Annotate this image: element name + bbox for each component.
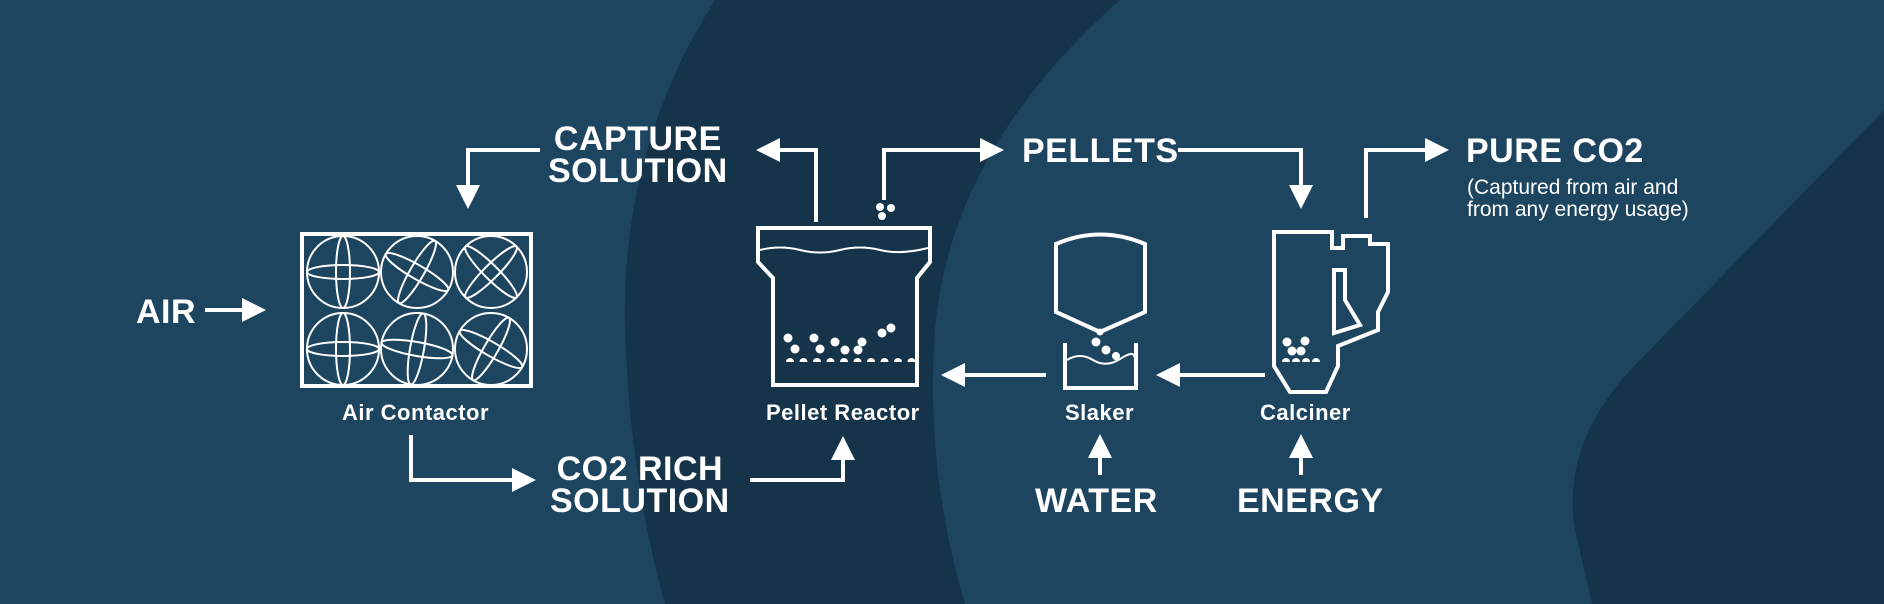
pellet-bump (867, 358, 875, 362)
fan-blade (306, 341, 380, 357)
arrow-reactor-to-pellets (882, 138, 1004, 200)
unit-air-contactor-label: Air Contactor (342, 400, 490, 425)
pellet-reactor-icon (756, 203, 932, 387)
slaker-icon (1054, 232, 1147, 390)
calciner-icon (1272, 230, 1390, 394)
co2-rich-line-2: SOLUTION (550, 482, 730, 520)
fan-circle (454, 235, 528, 309)
fan-blade (464, 245, 518, 299)
pellet-bump (1282, 358, 1290, 362)
fan-blade (471, 316, 511, 382)
capture-line-2: SOLUTION (548, 152, 728, 190)
air-contactor-icon (300, 232, 533, 388)
fan-blade (335, 235, 351, 309)
pellet-bump (880, 358, 889, 362)
unit-pellet-reactor-label: Pellet Reactor (766, 400, 920, 425)
fan-blade (384, 252, 450, 292)
pellet-bump (840, 358, 848, 362)
arrow-capture-to-contactor (456, 148, 540, 209)
flow-co2-rich-label: CO2 RICH SOLUTION (550, 452, 730, 518)
fan-blade (397, 239, 437, 305)
pellet-bump (799, 358, 808, 362)
unit-calciner-label: Calciner (1260, 400, 1351, 425)
fan-blade (464, 245, 518, 299)
capture-line-1: CAPTURE (553, 120, 722, 158)
pellet-bump (1292, 358, 1300, 362)
arrow-rich-to-reactor (750, 436, 855, 482)
pure-co2-note-line-1: (Captured from air and (1467, 176, 1679, 199)
fan-blade (306, 264, 380, 280)
fan-circle (380, 312, 454, 386)
fan-circle (454, 312, 528, 386)
flow-pure-co2-label: PURE CO2 (1466, 132, 1644, 170)
arrow-contactor-to-rich (409, 435, 536, 492)
fan-blade (458, 329, 524, 369)
flow-capture-solution-label: CAPTURE SOLUTION (548, 122, 728, 188)
pure-co2-note: (Captured from air and from any energy u… (1467, 176, 1689, 222)
fan-circle (306, 312, 380, 386)
pellet-bump (894, 358, 902, 362)
arrow-pellets-to-calciner (1178, 148, 1313, 209)
input-air-label: AIR (136, 293, 197, 331)
pellet-bump (826, 358, 835, 362)
pellet-bump (907, 358, 916, 362)
fan-blade (406, 312, 428, 386)
flow-pellets-label: PELLETS (1022, 132, 1179, 170)
pellet-bump (853, 358, 862, 362)
unit-slaker-label: Slaker (1065, 400, 1135, 425)
fan-blade (335, 312, 351, 386)
pellet-bump (1302, 358, 1310, 362)
input-water-label: WATER (1035, 482, 1158, 520)
input-energy-label: ENERGY (1237, 482, 1384, 520)
arrow-calciner-to-co2 (1364, 138, 1449, 218)
pellet-bump (813, 358, 821, 362)
pellet-bump (786, 358, 794, 362)
fan-circle (380, 235, 454, 309)
fan-blade (380, 338, 454, 360)
fan-circle (306, 235, 380, 309)
pure-co2-note-line-2: from any energy usage) (1467, 198, 1689, 222)
pellet-bump (1312, 358, 1320, 362)
co2-rich-line-1: CO2 RICH (556, 450, 724, 488)
arrow-reactor-to-capture (756, 138, 818, 222)
